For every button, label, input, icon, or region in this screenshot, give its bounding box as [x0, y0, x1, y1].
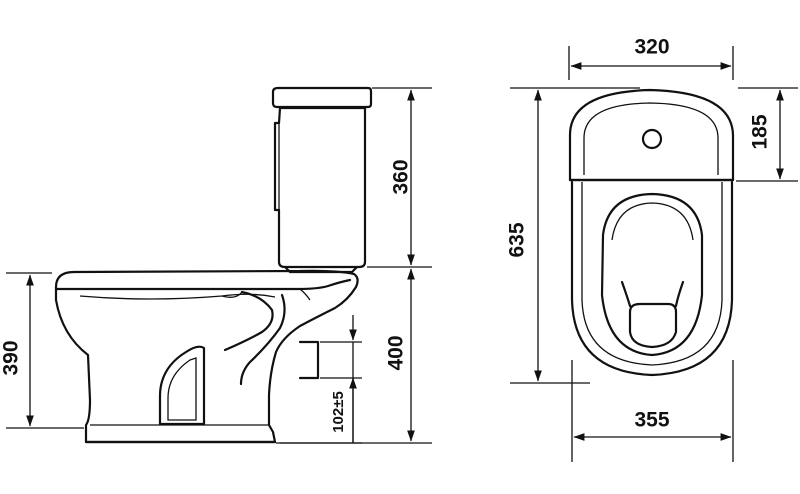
dim-tank-depth: 185 — [749, 114, 772, 149]
top-view: 320 185 635 355 — [506, 36, 798, 462]
dim-tank-width: 320 — [634, 36, 669, 59]
outlet-pipe — [298, 340, 320, 380]
tank-top — [568, 88, 735, 182]
water-spot — [628, 302, 678, 349]
tank-body — [273, 106, 367, 269]
trapway — [158, 345, 206, 426]
side-view: 360 400 390 102±5 — [0, 86, 432, 444]
dim-rim-height: 390 — [0, 340, 23, 375]
flush-button — [641, 128, 663, 150]
tank-lid — [271, 86, 373, 109]
dim-base-width: 355 — [634, 409, 669, 432]
dim-bowl-height: 400 — [385, 335, 408, 370]
dim-total-depth: 635 — [506, 222, 529, 257]
dim-outlet-height: 102±5 — [330, 391, 347, 433]
dim-tank-height: 360 — [390, 159, 413, 194]
bowl-top — [570, 180, 734, 377]
tank-connector — [283, 265, 359, 274]
bowl-body — [54, 269, 359, 444]
